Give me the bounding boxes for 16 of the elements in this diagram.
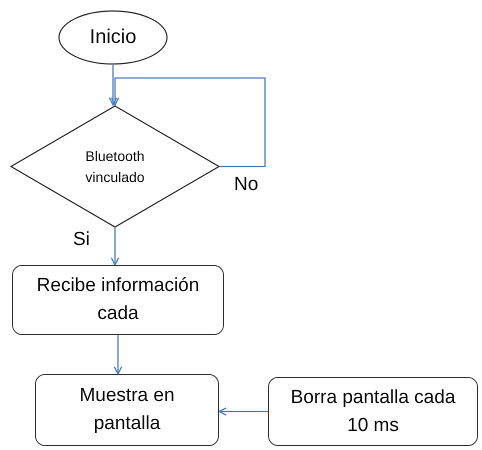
decision-diamond bbox=[10, 105, 220, 228]
arrow bbox=[108, 65, 118, 106]
start-ellipse bbox=[58, 10, 168, 65]
edge-label: No bbox=[234, 174, 258, 194]
node-text: Muestra en pantalla bbox=[78, 384, 176, 436]
arrow bbox=[114, 335, 122, 375]
arrow bbox=[110, 228, 120, 266]
arrow bbox=[110, 77, 266, 168]
process-box bbox=[12, 265, 224, 335]
arrow bbox=[218, 407, 268, 416]
node-text: Bluetooth vinculado bbox=[84, 147, 146, 186]
node-text: Inicio bbox=[90, 25, 136, 50]
process-box bbox=[35, 374, 219, 446]
process-box bbox=[268, 377, 478, 446]
node-text: Borra pantalla cada 10 ms bbox=[290, 386, 456, 438]
node-text: Recibe información cada bbox=[36, 274, 200, 326]
